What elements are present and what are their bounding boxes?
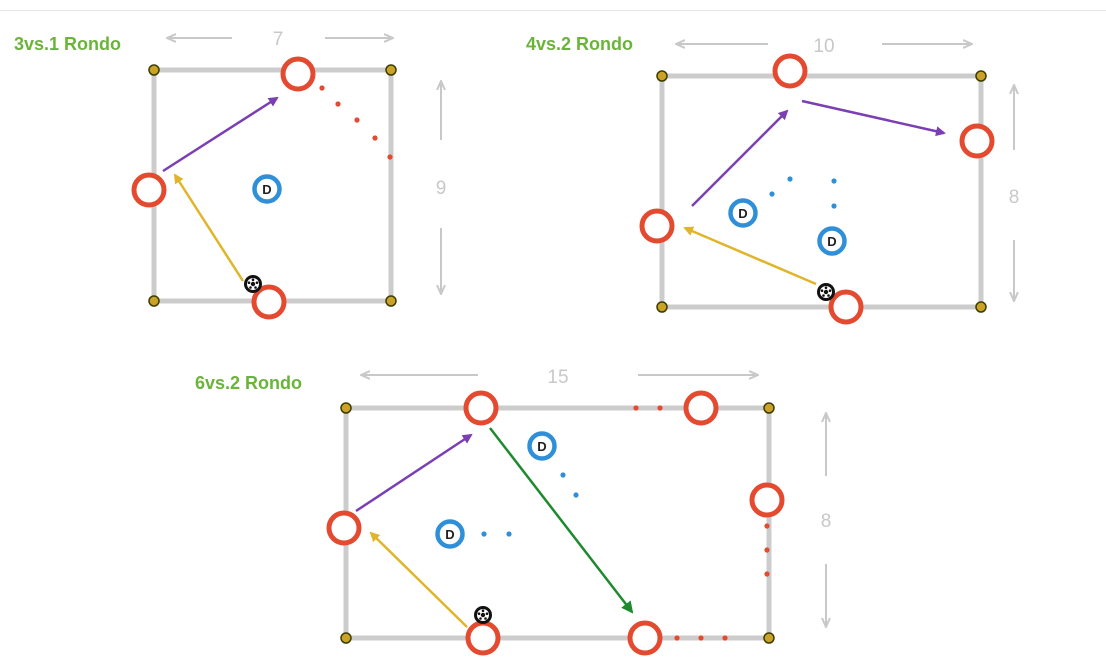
pass-arrow [355, 433, 473, 513]
attacker-player [639, 208, 675, 244]
corner-cone-icon [763, 632, 775, 644]
pass-arrow [162, 96, 279, 173]
defender-player: D [728, 198, 758, 228]
corner-cone-icon [763, 402, 775, 414]
ball-icon [817, 283, 835, 301]
svg-text:D: D [445, 527, 454, 542]
svg-text:D: D [738, 206, 747, 221]
top-divider [0, 10, 1106, 11]
attacker-player [463, 390, 499, 426]
ball-icon [474, 606, 492, 624]
movement-dots [769, 176, 837, 209]
corner-cone-icon [385, 295, 397, 307]
pass-arrow [173, 173, 245, 282]
defender-player: D [252, 174, 282, 204]
attacker-player [131, 172, 167, 208]
corner-cone-icon [340, 402, 352, 414]
attacker-player [280, 56, 316, 92]
defender-player: D [527, 431, 557, 461]
corner-cone-icon [385, 64, 397, 76]
svg-text:D: D [537, 439, 546, 454]
attacker-player [465, 620, 501, 656]
corner-cone-icon [656, 70, 668, 82]
corner-cone-icon [148, 295, 160, 307]
width-label: 15 [547, 367, 568, 388]
movement-dots [481, 472, 579, 537]
attacker-player [326, 510, 362, 546]
diagram-title: 3vs.1 Rondo [14, 34, 121, 54]
svg-text:D: D [827, 234, 836, 249]
pass-arrow [683, 226, 817, 286]
diagram-3vs1: 3vs.1 Rondo 7 9 D [14, 29, 447, 320]
corner-cone-icon [148, 64, 160, 76]
attacker-player [627, 620, 663, 656]
diagram-title: 6vs.2 Rondo [195, 373, 302, 393]
attacker-player [251, 284, 287, 320]
pass-arrow [489, 427, 634, 614]
corner-cone-icon [975, 70, 987, 82]
field-boundary [343, 405, 772, 641]
attacker-player [772, 53, 808, 89]
corner-cone-icon [656, 301, 668, 313]
movement-dots [633, 405, 770, 641]
height-label: 8 [1009, 187, 1020, 208]
pass-arrow [369, 531, 468, 628]
corner-cone-icon [975, 301, 987, 313]
pass-arrow [691, 109, 789, 207]
attacker-player [828, 289, 864, 325]
height-label: 9 [436, 178, 447, 199]
width-label: 10 [813, 36, 834, 57]
movement-dots [319, 85, 393, 160]
ball-icon [244, 275, 262, 293]
defender-player: D [817, 226, 847, 256]
corner-cone-icon [340, 632, 352, 644]
field-boundary [659, 73, 984, 310]
diagram-title: 4vs.2 Rondo [526, 34, 633, 54]
pass-arrow [801, 99, 946, 137]
attacker-player [749, 482, 785, 518]
defender-player: D [435, 519, 465, 549]
attacker-player [683, 390, 719, 426]
svg-text:D: D [262, 182, 271, 197]
height-label: 8 [821, 511, 832, 532]
width-label: 7 [273, 29, 284, 50]
attacker-player [959, 123, 995, 159]
diagram-4vs2: 4vs.2 Rondo 10 8 D D [526, 34, 1020, 325]
diagram-6vs2: 6vs.2 Rondo 15 8 [195, 367, 832, 656]
